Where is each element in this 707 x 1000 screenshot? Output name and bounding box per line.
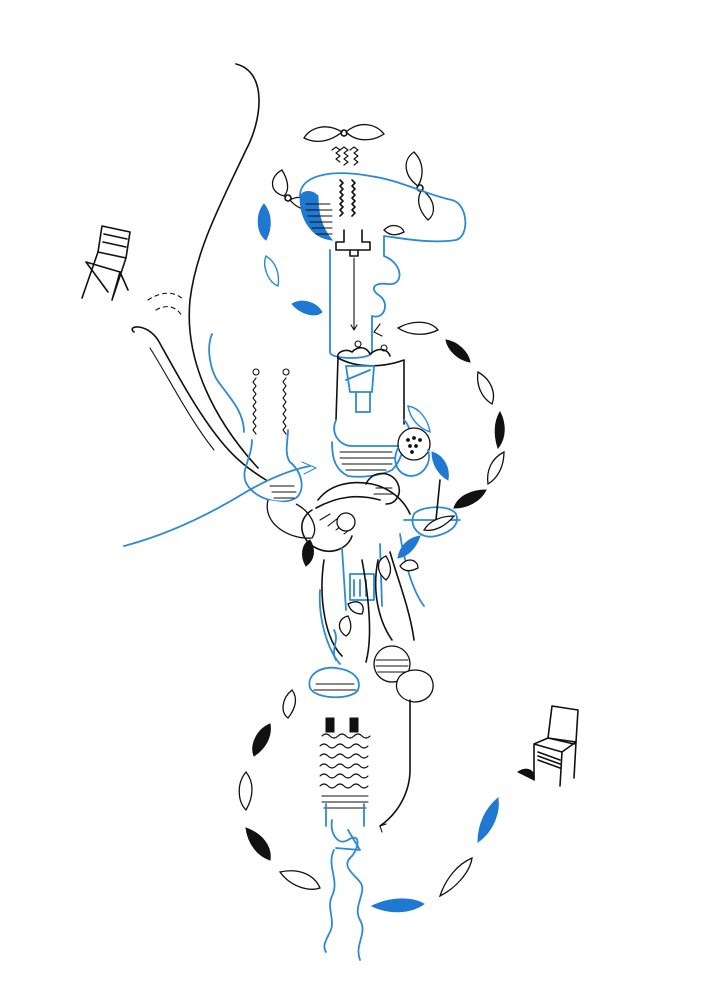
propeller-top [303,124,385,166]
head-t-block [299,172,467,257]
chair-left [81,225,131,301]
wave-column [319,717,371,827]
central-cluster [301,427,461,833]
blue-squiggle-tail [323,819,364,961]
torso-cylinder [333,340,411,447]
lower-blue-pill [308,629,360,699]
lower-leaf-ring [238,689,499,913]
long-tendril-curves [123,63,311,547]
small-arrow-marks [301,323,383,475]
chair-right [517,705,579,787]
left-arm-assembly [243,368,316,539]
upper-leaf-ring [257,203,505,567]
neck-tube [329,247,401,359]
